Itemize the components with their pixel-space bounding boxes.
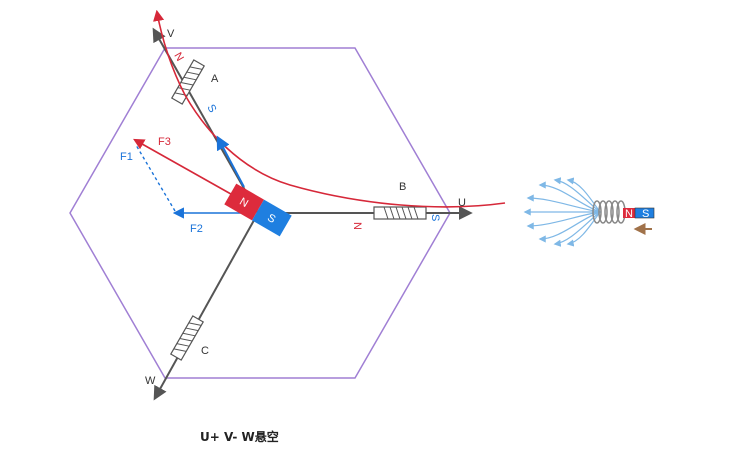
rotor-magnet: N S <box>224 183 292 237</box>
field-line <box>153 9 506 208</box>
force-f3-label: F3 <box>158 136 171 148</box>
external-coil-illustration: N S <box>523 177 655 247</box>
external-magnet-n <box>623 208 635 218</box>
diagram-caption: U+ V- W悬空 <box>200 430 279 444</box>
force-f3-arrow <box>133 138 239 199</box>
coil-b-n-pole-label: N <box>351 222 363 230</box>
axis-w <box>153 212 259 401</box>
external-magnet-s <box>634 207 655 219</box>
axis-w-label: W <box>145 375 156 387</box>
axis-u-label: U <box>458 197 466 209</box>
coil-c <box>169 315 205 361</box>
rotor-n-pole <box>224 183 264 221</box>
rotor-s-pole <box>251 199 292 237</box>
force-f2-label: F2 <box>190 223 203 235</box>
external-magnet-n-label: N <box>625 208 633 220</box>
coil-a <box>170 59 206 105</box>
force-f1-label: F1 <box>120 151 133 163</box>
axis-v-label: V <box>167 28 175 40</box>
coil-b-s-pole-label: S <box>429 214 441 221</box>
stator-hexagon <box>69 47 451 379</box>
coil-b <box>373 206 427 220</box>
coil-a-s-pole-label: S <box>204 103 218 115</box>
coil-a-label: A <box>211 73 219 85</box>
coil-a-n-pole-label: N <box>171 51 185 64</box>
external-magnet-s-label: S <box>642 208 649 220</box>
force-blue-v-arrow <box>216 135 245 188</box>
coil-b-label: B <box>399 181 406 193</box>
coil-c-label: C <box>201 345 209 357</box>
external-coil <box>592 200 626 224</box>
force-f1-dashed <box>135 144 176 212</box>
